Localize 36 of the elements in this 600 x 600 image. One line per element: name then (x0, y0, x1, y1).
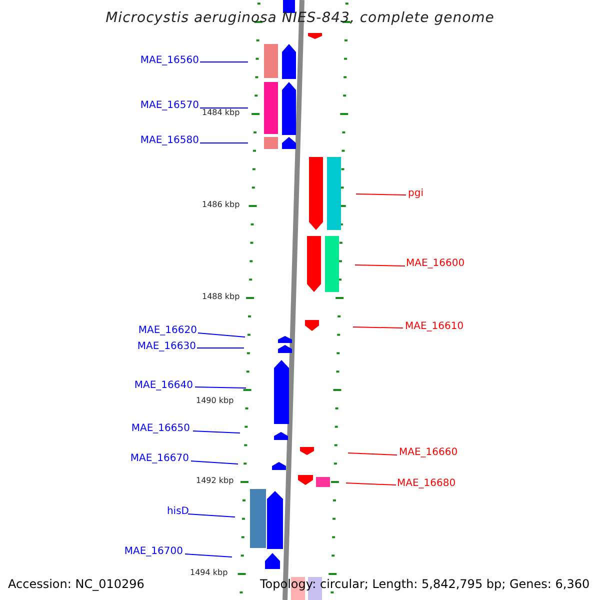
leader-line (352, 326, 404, 328)
gene-label: MAE_16600 (406, 258, 465, 270)
gene-label: MAE_16620 (138, 325, 197, 337)
footer-text: Accession: NC_010296 (8, 577, 144, 591)
leader-line (200, 142, 248, 144)
gene-label: MAE_16630 (137, 341, 196, 353)
gene-label: MAE_16610 (405, 321, 464, 333)
leader-line (184, 554, 232, 558)
gene-label: hisD (166, 506, 189, 518)
gene-label: MAE_16640 (134, 380, 193, 392)
gene-label: MAE_16660 (399, 447, 458, 459)
leader-line (348, 452, 398, 456)
scale-label: 1486 kbp (202, 200, 240, 210)
gene-label: MAE_16650 (131, 423, 190, 435)
gene-label: MAE_16560 (140, 55, 199, 67)
gene-label: MAE_16700 (124, 546, 183, 558)
gene-label: MAE_16580 (140, 135, 199, 147)
scale-label: 1488 kbp (202, 292, 240, 302)
leader-line (188, 514, 236, 518)
gene-label: MAE_16670 (130, 453, 189, 465)
scale-label: 1490 kbp (196, 396, 234, 406)
footer-text: Topology: circular; Length: 5,842,795 bp; Genes: 6,360 (260, 577, 590, 591)
leader-line (354, 264, 406, 266)
leader-line (194, 386, 246, 388)
leader-line (192, 430, 240, 434)
gene-label: MAE_16680 (397, 478, 456, 490)
scale-label: 1484 kbp (202, 108, 240, 118)
gene-label: pgi (408, 188, 424, 200)
leader-line (198, 332, 246, 338)
leader-line (190, 460, 238, 464)
chart-title: Microcystis aeruginosa NIES-843, complete genome (104, 10, 496, 26)
scale-label: 1494 kbp (190, 568, 228, 578)
gene-label: MAE_16570 (140, 100, 199, 112)
leader-line (356, 194, 406, 196)
scale-label: 1492 kbp (196, 476, 234, 486)
leader-line (346, 482, 396, 486)
